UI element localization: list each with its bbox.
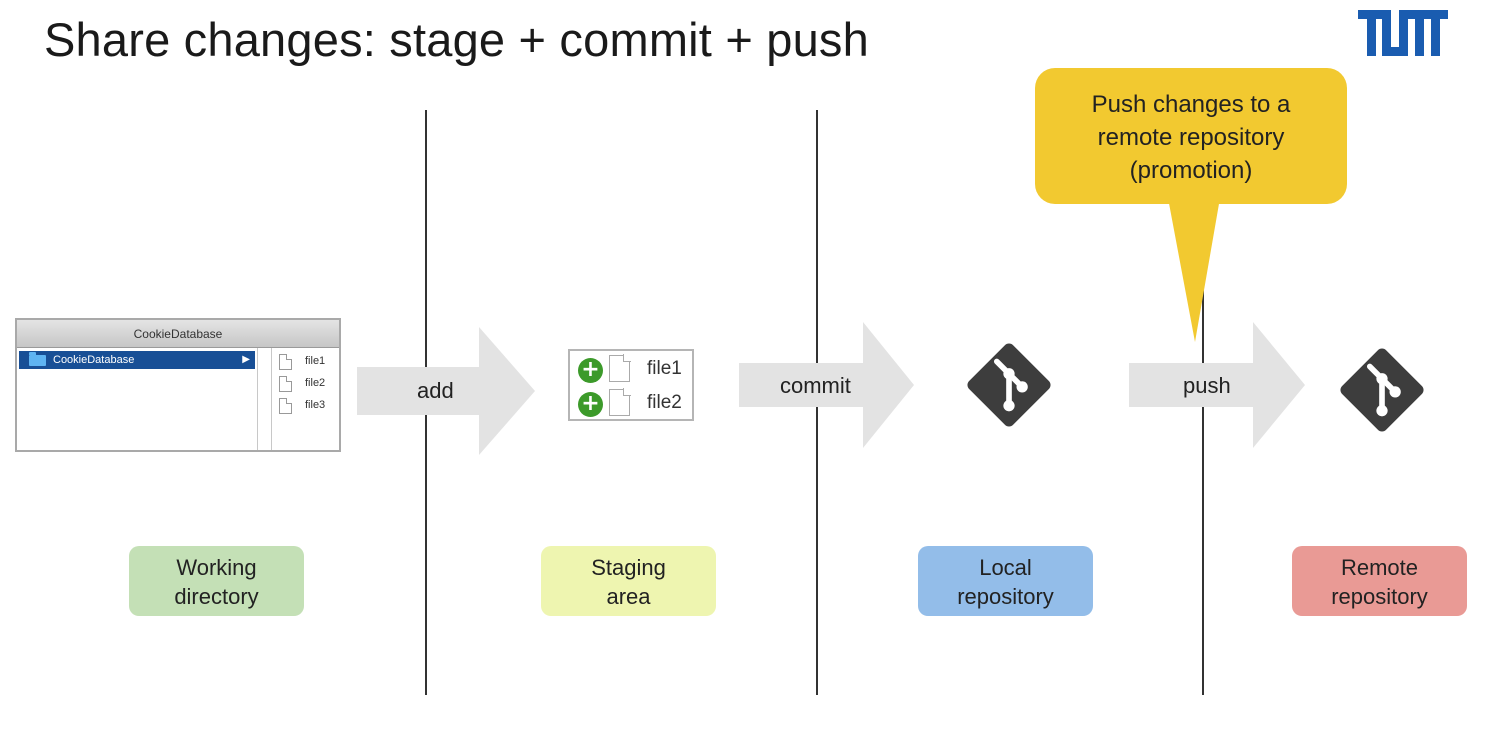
plus-circle-icon: + <box>578 358 603 383</box>
push-callout: Push changes to a remote repository (pro… <box>1035 68 1347 204</box>
remote-repository-badge: Remote repository <box>1292 546 1467 616</box>
badge-line: Remote <box>1340 555 1419 580</box>
finder-file-name: file1 <box>305 355 326 367</box>
finder-column: CookieDatabase ▶ <box>17 348 257 450</box>
tum-logo <box>1358 10 1448 56</box>
badge-line: Working <box>176 555 257 580</box>
staged-file[interactable]: + file1 <box>578 354 688 385</box>
arrow-right-icon <box>1129 322 1305 448</box>
file-icon <box>279 354 292 370</box>
push-arrow: push <box>1129 322 1305 448</box>
commit-arrow: commit <box>739 322 914 448</box>
finder-selected-folder[interactable]: CookieDatabase ▶ <box>19 351 255 369</box>
badge-line: Staging <box>591 555 666 580</box>
local-repository-badge: Local repository <box>918 546 1093 616</box>
badge-line: directory <box>174 584 259 609</box>
file-icon <box>609 354 631 382</box>
staged-file-name: file1 <box>647 358 682 379</box>
badge-line: Local <box>979 555 1032 580</box>
finder-window-title: CookieDatabase <box>17 320 339 348</box>
staging-box: + file1 + file2 <box>568 349 694 421</box>
badge-line: repository <box>957 584 1054 609</box>
git-logo-icon <box>967 343 1051 427</box>
working-directory-badge: Working directory <box>129 546 304 616</box>
staging-area-badge: Staging area <box>541 546 716 616</box>
callout-line: (promotion) <box>1129 157 1253 184</box>
plus-circle-icon: + <box>578 392 603 417</box>
slide-title: Share changes: stage + commit + push <box>44 13 869 66</box>
file-icon <box>279 398 292 414</box>
badge-line: area <box>606 584 651 609</box>
arrow-right-icon <box>357 327 535 455</box>
file-icon <box>609 388 631 416</box>
callout-line: remote repository <box>1097 124 1285 151</box>
add-label: add <box>417 378 454 403</box>
finder-file-name: file2 <box>305 377 326 389</box>
add-arrow: add <box>357 327 535 455</box>
staged-file-name: file2 <box>647 392 682 413</box>
finder-column-separator <box>257 348 258 450</box>
commit-label: commit <box>780 373 851 398</box>
disclosure-triangle-icon: ▶ <box>242 354 250 365</box>
finder-file-name: file3 <box>305 399 326 411</box>
finder-folder-name: CookieDatabase <box>53 354 135 366</box>
git-logo-icon <box>1340 348 1424 432</box>
arrow-right-icon <box>739 322 914 448</box>
push-label: push <box>1183 373 1231 398</box>
finder-column-separator <box>271 348 272 450</box>
staged-file[interactable]: + file2 <box>578 388 688 419</box>
file-icon <box>279 376 292 392</box>
callout-line: Push changes to a <box>1091 91 1291 118</box>
folder-icon <box>29 352 46 366</box>
badge-line: repository <box>1331 584 1428 609</box>
finder-window: CookieDatabase CookieDatabase ▶ file1 fi… <box>15 318 341 452</box>
